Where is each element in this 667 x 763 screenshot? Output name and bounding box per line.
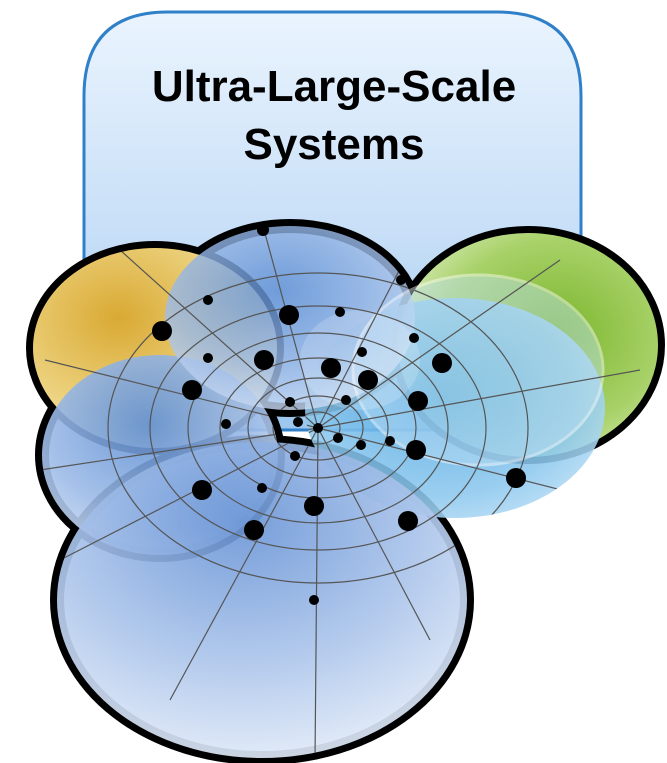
node <box>290 451 300 461</box>
node <box>257 224 269 236</box>
node <box>192 480 212 500</box>
node <box>152 321 172 341</box>
node <box>203 295 213 305</box>
node <box>406 440 426 460</box>
node <box>341 395 351 405</box>
node <box>221 419 231 429</box>
title-line-2: Systems <box>243 120 425 169</box>
title-line-1: Ultra-Large-Scale <box>151 62 517 111</box>
colored-circles <box>33 226 658 758</box>
node <box>356 440 366 450</box>
node <box>313 423 323 433</box>
node <box>408 391 428 411</box>
big-blue-circle <box>57 442 467 758</box>
node <box>309 595 319 605</box>
node <box>357 347 367 357</box>
network-nodes <box>152 224 526 605</box>
node <box>432 353 452 373</box>
node <box>506 468 526 488</box>
node <box>257 483 267 493</box>
node <box>279 305 299 325</box>
node <box>203 353 213 363</box>
polar-grid <box>39 226 641 758</box>
node <box>285 397 295 407</box>
node <box>293 417 303 427</box>
node <box>358 370 378 390</box>
node <box>254 350 274 370</box>
node <box>398 511 418 531</box>
node <box>182 380 202 400</box>
node <box>244 520 264 540</box>
node <box>409 333 419 343</box>
node <box>396 275 406 285</box>
node <box>385 436 395 446</box>
node <box>333 433 343 443</box>
node <box>321 358 341 378</box>
node <box>335 307 345 317</box>
page-title: Ultra-Large-Scale Systems <box>84 58 584 174</box>
node <box>304 496 324 516</box>
